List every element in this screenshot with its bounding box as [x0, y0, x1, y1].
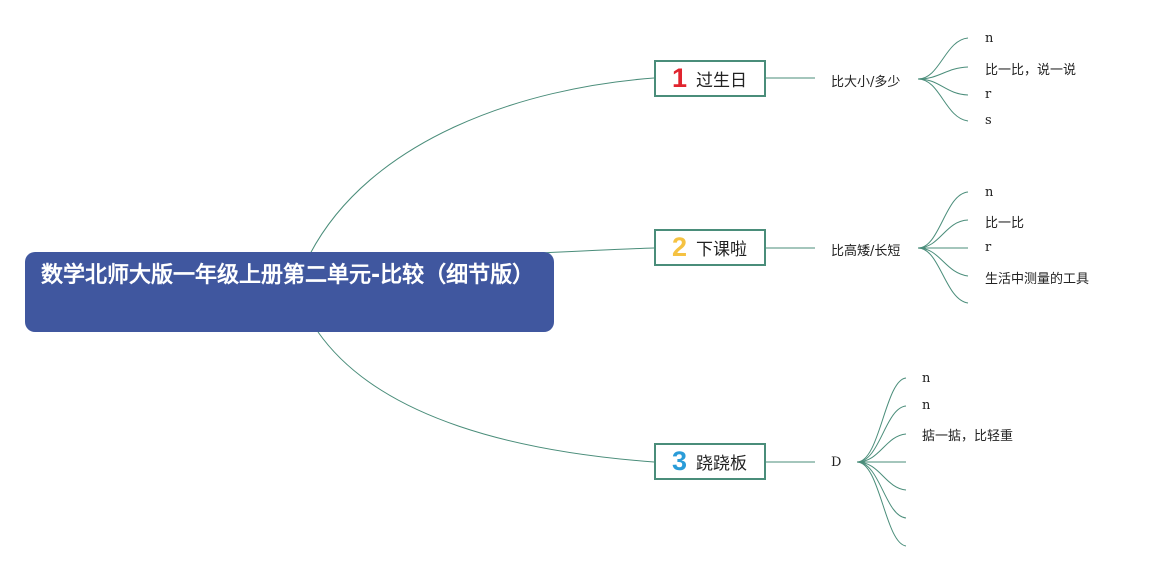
topic-1-leaf-1[interactable]: n	[985, 31, 994, 46]
topic-3-leaf-3[interactable]: 掂一掂，比轻重	[922, 429, 1014, 444]
topic-2-leaf-2[interactable]: 比一比	[985, 216, 1025, 231]
branch-2[interactable]: 2 下课啦	[654, 229, 766, 266]
topic-1[interactable]: 比大小/多少	[831, 75, 901, 90]
connector-topic-2-leaf-5	[917, 247, 969, 304]
connector-topic-3-leaf-5	[856, 461, 907, 491]
topic-2-leaf-3[interactable]: r	[985, 240, 992, 255]
connector-root-branch-1	[309, 77, 655, 255]
branch-1-label: 过生日	[696, 71, 748, 91]
connector-topic-1-leaf-3	[917, 78, 969, 96]
connector-topic-2-leaf-2	[917, 219, 969, 249]
connector-topic-2-leaf-4	[917, 247, 969, 277]
branch-2-label: 下课啦	[696, 240, 748, 260]
connector-topic-3-leaf-3	[856, 433, 907, 463]
number-1-icon: 1	[672, 63, 688, 93]
connector-topic-3-leaf-1	[856, 377, 907, 463]
topic-2[interactable]: 比高矮/长短	[831, 244, 901, 259]
connector-topic-1-leaf-4	[917, 78, 969, 122]
topic-3[interactable]: D	[831, 455, 842, 470]
root-title: 数学北师大版一年级上册第二单元-比较（细节版）	[41, 263, 535, 288]
branch-1[interactable]: 1 过生日	[654, 60, 766, 97]
connector-topic-2-leaf-1	[917, 191, 969, 249]
connector-root-branch-2	[539, 247, 655, 254]
connector-root-branch-3	[317, 331, 655, 463]
topic-3-leaf-1[interactable]: n	[922, 371, 931, 386]
root-topic[interactable]: 数学北师大版一年级上册第二单元-比较（细节版）	[25, 252, 554, 332]
connector-topic-1-leaf-1	[917, 37, 969, 80]
topic-1-leaf-3[interactable]: r	[985, 87, 992, 102]
branch-3-label: 跷跷板	[696, 454, 748, 474]
connector-topic-1-leaf-2	[917, 66, 969, 80]
topic-3-leaf-2[interactable]: n	[922, 398, 931, 413]
number-3-icon: 3	[672, 446, 688, 476]
topic-1-leaf-4[interactable]: s	[985, 113, 992, 128]
topic-2-leaf-1[interactable]: n	[985, 185, 994, 200]
topic-2-leaf-4[interactable]: 生活中测量的工具	[985, 272, 1090, 287]
connector-topic-3-leaf-6	[856, 461, 907, 519]
connector-topic-3-leaf-2	[856, 405, 907, 463]
connector-topic-3-leaf-7	[856, 461, 907, 547]
topic-1-leaf-2[interactable]: 比一比，说一说	[985, 63, 1077, 78]
number-2-icon: 2	[672, 232, 688, 262]
branch-3[interactable]: 3 跷跷板	[654, 443, 766, 480]
